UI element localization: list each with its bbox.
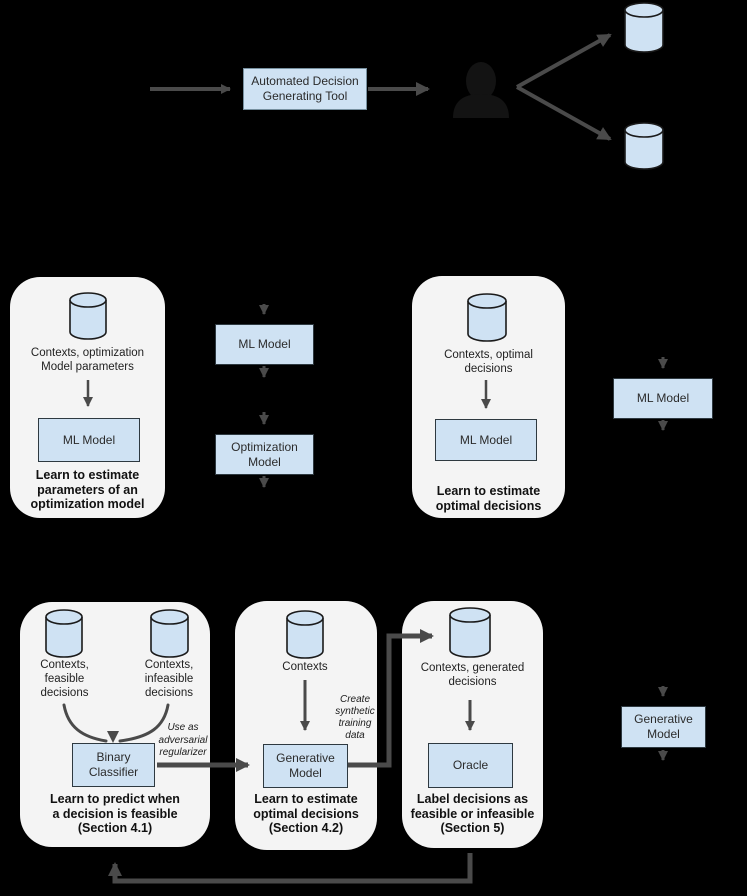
optimal-data-label: Contexts, optimal decisions (444, 349, 533, 375)
arrow-person-to-top-db (516, 33, 612, 89)
infeasible-data-label: Contexts, infeasible decisions (144, 659, 194, 699)
database-icon-generated (449, 607, 491, 658)
automated-decision-tool-label: Automated Decision Generating Tool (251, 74, 359, 103)
person-icon (453, 62, 509, 118)
oracle-caption: Label decisions as feasible or infeasibl… (410, 792, 535, 835)
merge-arrowhead (107, 731, 119, 743)
optimization-model-label: Optimization Model (231, 439, 298, 469)
generative-caption: Learn to estimate optimal decisions (Sec… (253, 792, 359, 835)
arrow-generative-to-db (348, 629, 434, 768)
oracle-box: Oracle (428, 743, 513, 788)
binary-classifier-box: Binary Classifier (72, 743, 155, 787)
optimization-model-box: Optimization Model (215, 434, 314, 475)
right-generative-model-label: Generative Model (634, 712, 693, 741)
right-generative-model-box: Generative Model (621, 706, 706, 748)
right-ml-model-box: ML Model (613, 378, 713, 419)
oracle-label: Oracle (452, 758, 489, 772)
right-ml-model-label: ML Model (636, 391, 690, 405)
merge-curve-left (62, 703, 108, 743)
params-caption: Learn to estimate parameters of an optim… (30, 468, 145, 511)
generative-model-label: Generative Model (276, 751, 335, 780)
mid-ml-model-box: ML Model (215, 324, 314, 365)
mid-ml-model-label: ML Model (238, 337, 291, 351)
automated-decision-tool-box: Automated Decision Generating Tool (243, 68, 367, 110)
feasible-data-label: Contexts, feasible decisions (40, 659, 89, 699)
merge-curve-right (118, 703, 170, 743)
database-icon-optimal (467, 293, 507, 342)
arrow-oracle-feedback (108, 853, 473, 884)
params-data-label: Contexts, optimization Model parameters (30, 347, 145, 373)
contexts-data-label: Contexts (282, 661, 328, 673)
database-icon-top-2 (624, 122, 664, 170)
database-icon-infeasible (150, 609, 189, 658)
arrow-person-to-bottom-db (516, 85, 612, 141)
database-icon-feasible (45, 609, 83, 658)
ml-model-box-1: ML Model (38, 418, 140, 462)
database-icon-params (69, 292, 107, 340)
adversarial-annotation: Use as adversarial regularizer (158, 722, 208, 758)
ml-model-box-2: ML Model (435, 419, 537, 461)
generated-data-label: Contexts, generated decisions (420, 662, 525, 688)
ml-model-label-2: ML Model (459, 432, 513, 447)
database-icon-contexts (286, 610, 324, 659)
database-icon-top-1 (624, 2, 664, 53)
ml-model-label-1: ML Model (62, 432, 116, 447)
feasibility-caption: Learn to predict when a decision is feas… (50, 792, 180, 835)
optimal-caption: Learn to estimate optimal decisions (435, 484, 542, 513)
binary-classifier-label: Binary Classifier (88, 750, 139, 779)
generative-model-box: Generative Model (263, 744, 348, 788)
synthetic-annotation: Create synthetic training data (335, 694, 375, 741)
